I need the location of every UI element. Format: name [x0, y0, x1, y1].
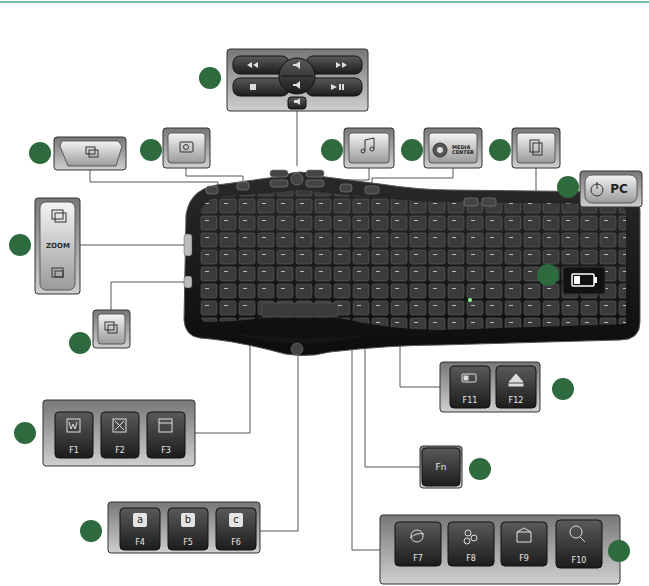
key-label-box: F7 [395, 522, 441, 566]
battery-panel [563, 267, 605, 294]
key-label: F3 [161, 447, 171, 455]
key-label-box: F8 [448, 522, 494, 566]
key-label: F8 [466, 555, 476, 563]
key-label-box: ZOOM [38, 239, 78, 253]
key-label: F7 [413, 555, 423, 563]
media-keys [233, 56, 362, 109]
key-label: F5 [183, 539, 193, 547]
key-label: PC [610, 183, 628, 195]
callout-panels [35, 49, 642, 584]
key-label-box: F1 [55, 412, 93, 458]
key-label: b [181, 513, 195, 527]
callout-markers [9, 67, 630, 562]
key-label: a [133, 513, 147, 527]
silver-key-icons [52, 138, 603, 333]
top-rule [0, 1, 649, 3]
key-label: F10 [572, 557, 587, 565]
key-label: F6 [231, 539, 241, 547]
key-label-box: F10 [556, 520, 602, 568]
key-label-box: MEDIA CENTER [450, 138, 480, 162]
key-label: ZOOM [46, 243, 70, 250]
function-keys [55, 366, 602, 568]
key-label: F12 [509, 397, 524, 405]
key-label-box: F12 [496, 366, 536, 408]
key-label: F9 [519, 555, 529, 563]
key-label: MEDIA CENTER [452, 145, 478, 156]
key-label-box: cF6 [216, 508, 256, 550]
key-label: F11 [463, 397, 478, 405]
battery-icon [572, 274, 597, 286]
key-label-box: Fn [422, 448, 460, 486]
keyboard-body [184, 170, 640, 356]
key-label-box: F2 [101, 412, 139, 458]
key-label-box: F3 [147, 412, 185, 458]
silver-keys [40, 133, 637, 344]
function-key-icons [67, 374, 585, 544]
key-label: F1 [69, 447, 79, 455]
key-label: F4 [135, 539, 145, 547]
key-label-box: bF5 [168, 508, 208, 550]
key-label-box: PC [603, 179, 635, 199]
key-label: c [229, 513, 243, 527]
key-label-box: aF4 [120, 508, 160, 550]
key-label-box: F11 [450, 366, 490, 408]
key-label: F2 [115, 447, 125, 455]
key-label: Fn [436, 463, 447, 472]
key-label-box: F9 [501, 522, 547, 566]
